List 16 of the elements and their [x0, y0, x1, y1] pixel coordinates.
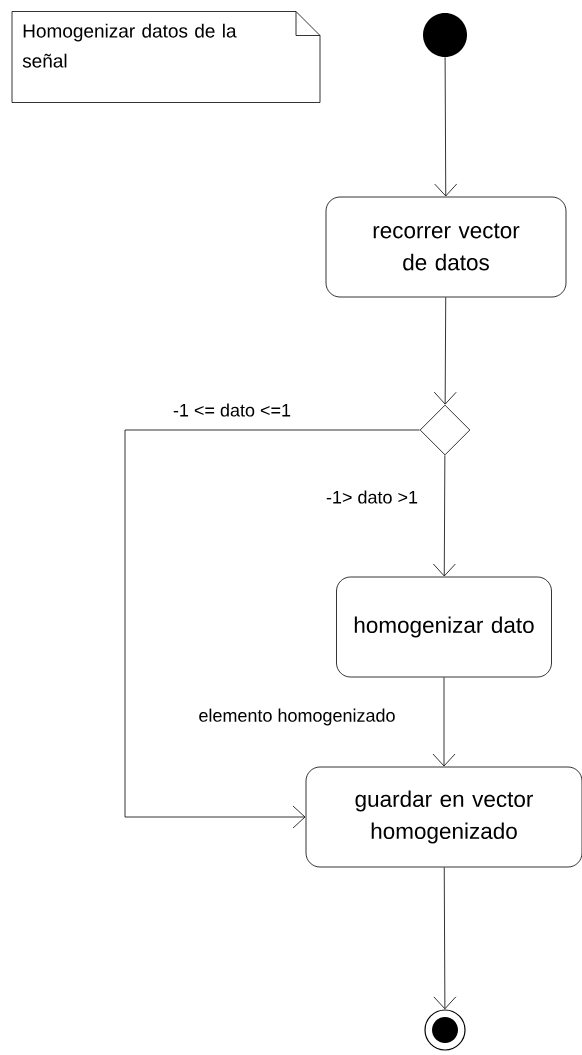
note: Homogenizar datos de la señal — [11, 11, 321, 103]
action-box: recorrer vector de datos — [325, 196, 567, 298]
arrow — [124, 429, 420, 829]
final-node — [424, 1009, 466, 1051]
arrow — [432, 454, 456, 577]
edge-label: elemento homogenizado — [197, 707, 397, 727]
initial-node — [423, 13, 467, 57]
arrow — [432, 677, 456, 767]
edge-label: -1> dato >1 — [324, 489, 420, 505]
action-box: guardar en vector homogenizado — [305, 766, 582, 868]
arrow — [433, 297, 457, 405]
arrow — [433, 867, 457, 1010]
action-box: homogenizar dato — [336, 576, 552, 678]
arrow — [434, 56, 458, 197]
edge-label: -1 <= dato <=1 — [171, 402, 293, 418]
decision-diamond — [419, 404, 471, 456]
